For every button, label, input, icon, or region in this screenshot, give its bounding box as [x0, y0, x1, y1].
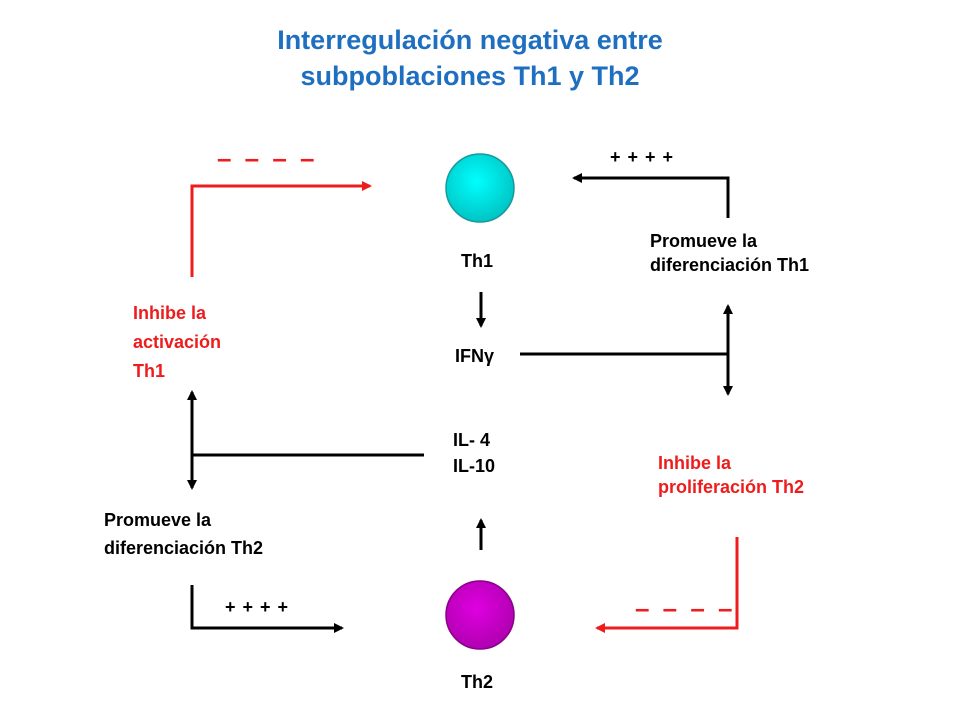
- promote-th1-arrow: [572, 173, 730, 218]
- plus-signs-bottom: + + + +: [225, 597, 290, 617]
- diagram-title: Interregulación negativa entre subpoblac…: [0, 22, 940, 94]
- inhibit-th1-line-1: Inhibe la: [133, 303, 207, 323]
- inhibit-th2-line-1: Inhibe la: [658, 453, 732, 473]
- promote-th1-text: Promueve la diferenciación Th1: [650, 229, 809, 277]
- th1-label: Th1: [461, 251, 494, 271]
- il4-label: IL- 4: [453, 430, 491, 450]
- title-line-2: subpoblaciones Th1 y Th2: [300, 61, 640, 91]
- inhibit-th2-text: Inhibe la proliferación Th2: [658, 451, 804, 499]
- promote-th2-text: Promueve la diferenciación Th2: [104, 506, 263, 562]
- minus-signs-bottom: – – – –: [635, 593, 736, 623]
- il10-label: IL-10: [453, 456, 496, 476]
- ifn-gamma-label: IFNγ: [455, 346, 495, 366]
- title-line-1: Interregulación negativa entre: [277, 25, 663, 55]
- promote-th2-arrow: [190, 585, 344, 633]
- inhibit-th2-arrow: [595, 537, 739, 633]
- inhibit-th1-text: Inhibe la activación Th1: [133, 299, 221, 386]
- promote-th2-line-2: diferenciación Th2: [104, 538, 264, 558]
- inhibit-th2-line-2: proliferación Th2: [658, 477, 805, 497]
- promote-th2-line-1: Promueve la: [104, 510, 212, 530]
- th1-cell: [445, 153, 515, 223]
- minus-signs-top: – – – –: [217, 143, 318, 173]
- inhibit-th1-arrow: [190, 181, 372, 277]
- plus-signs-top: + + + +: [610, 147, 675, 167]
- inhibit-th1-line-2: activación: [133, 332, 222, 352]
- promote-th1-line-2: diferenciación Th1: [650, 255, 810, 275]
- th2-label: Th2: [461, 672, 494, 692]
- inhibit-th1-line-3: Th1: [133, 361, 166, 381]
- promote-th1-line-1: Promueve la: [650, 231, 758, 251]
- th2-cell: [445, 580, 515, 650]
